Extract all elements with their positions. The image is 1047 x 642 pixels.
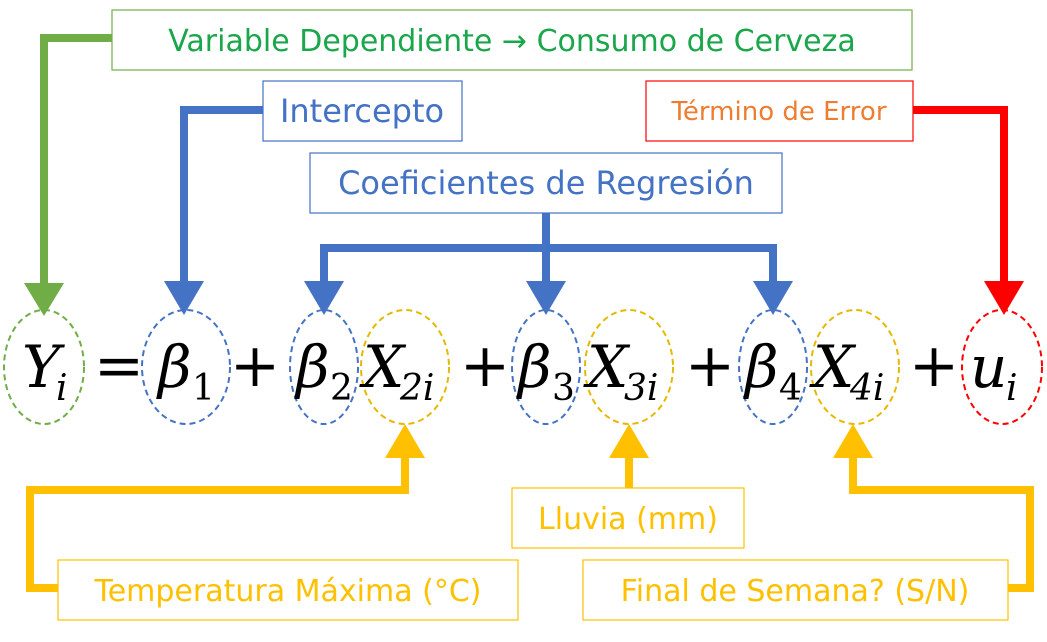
svg-text:Variable Dependiente → Consumo: Variable Dependiente → Consumo de Cervez… (168, 24, 856, 59)
intercept-arrowhead (164, 281, 204, 315)
eq-beta4: β (743, 333, 779, 401)
max-temperature-connector (26, 455, 409, 592)
eq-plus-1: + (230, 331, 280, 401)
rain-label: Lluvia (mm) (511, 487, 745, 549)
weekend-label: Final de Semana? (S/N) (582, 559, 1009, 621)
intercept-label: Intercepto (262, 80, 463, 142)
svg-text:Final de Semana? (S/N): Final de Semana? (S/N) (621, 574, 970, 609)
eq-beta3-sub: 3 (552, 368, 575, 409)
svg-text:Término de Error: Término de Error (670, 97, 886, 127)
regression-equation: Y i = β 1 + β 2 X 2i + β 3 X 3i + β 4 X … (22, 331, 1018, 409)
beta4-arrowhead (753, 281, 793, 315)
max-temperature-label: Temperatura Máxima (°C) (57, 559, 519, 621)
rain-arrowhead (609, 424, 649, 458)
dependent-variable-arrowhead (24, 283, 64, 316)
eq-plus-2: + (460, 331, 510, 401)
beta1-ellipse (141, 309, 231, 425)
u-ellipse (961, 309, 1043, 425)
x3-ellipse (584, 309, 674, 425)
svg-text:Coeficientes de Regresión: Coeficientes de Regresión (338, 164, 754, 202)
eq-plus-4: + (909, 331, 959, 401)
beta2-ellipse (289, 309, 359, 425)
weekend-connector (849, 455, 1034, 592)
eq-equals: = (94, 331, 144, 401)
eq-y: Y (22, 333, 65, 401)
eq-y-sub: i (56, 368, 68, 409)
eq-beta2: β (294, 333, 330, 401)
beta3-ellipse (511, 309, 581, 425)
eq-x2: X (359, 333, 407, 401)
intercept-connector (180, 106, 263, 283)
svg-text:Intercepto: Intercepto (280, 92, 444, 130)
eq-x3: X (583, 333, 631, 401)
eq-x3-sub: 3i (624, 368, 658, 409)
beta3-arrowhead (526, 281, 566, 315)
error-term-label: Término de Error (645, 80, 914, 142)
error-term-connector (913, 106, 1008, 283)
eq-beta2-sub: 2 (330, 368, 353, 409)
eq-beta1: β (156, 333, 192, 401)
eq-beta1-sub: 1 (192, 368, 215, 409)
eq-x4-sub: 4i (849, 368, 884, 409)
y-ellipse (3, 309, 85, 425)
eq-x2-sub: 2i (399, 368, 434, 409)
eq-u: u (970, 333, 1007, 401)
eq-u-sub: i (1006, 368, 1018, 409)
eq-beta4-sub: 4 (779, 368, 802, 409)
weekend-arrowhead (833, 424, 873, 458)
svg-text:Temperatura Máxima (°C): Temperatura Máxima (°C) (93, 574, 481, 609)
dependent-variable-label: Variable Dependiente → Consumo de Cervez… (111, 9, 913, 71)
beta2-arrowhead (304, 281, 344, 315)
dependent-variable-connector (40, 34, 112, 285)
eq-beta3: β (516, 333, 552, 401)
eq-plus-3: + (685, 331, 735, 401)
beta4-ellipse (738, 309, 808, 425)
svg-text:Lluvia (mm): Lluvia (mm) (538, 502, 718, 537)
eq-x4: X (809, 333, 857, 401)
x2-ellipse (360, 309, 450, 425)
error-term-arrowhead (984, 281, 1024, 315)
regression-coefficients-label: Coeficientes de Regresión (309, 152, 783, 214)
max-temperature-arrowhead (385, 424, 425, 458)
x4-ellipse (810, 309, 900, 425)
